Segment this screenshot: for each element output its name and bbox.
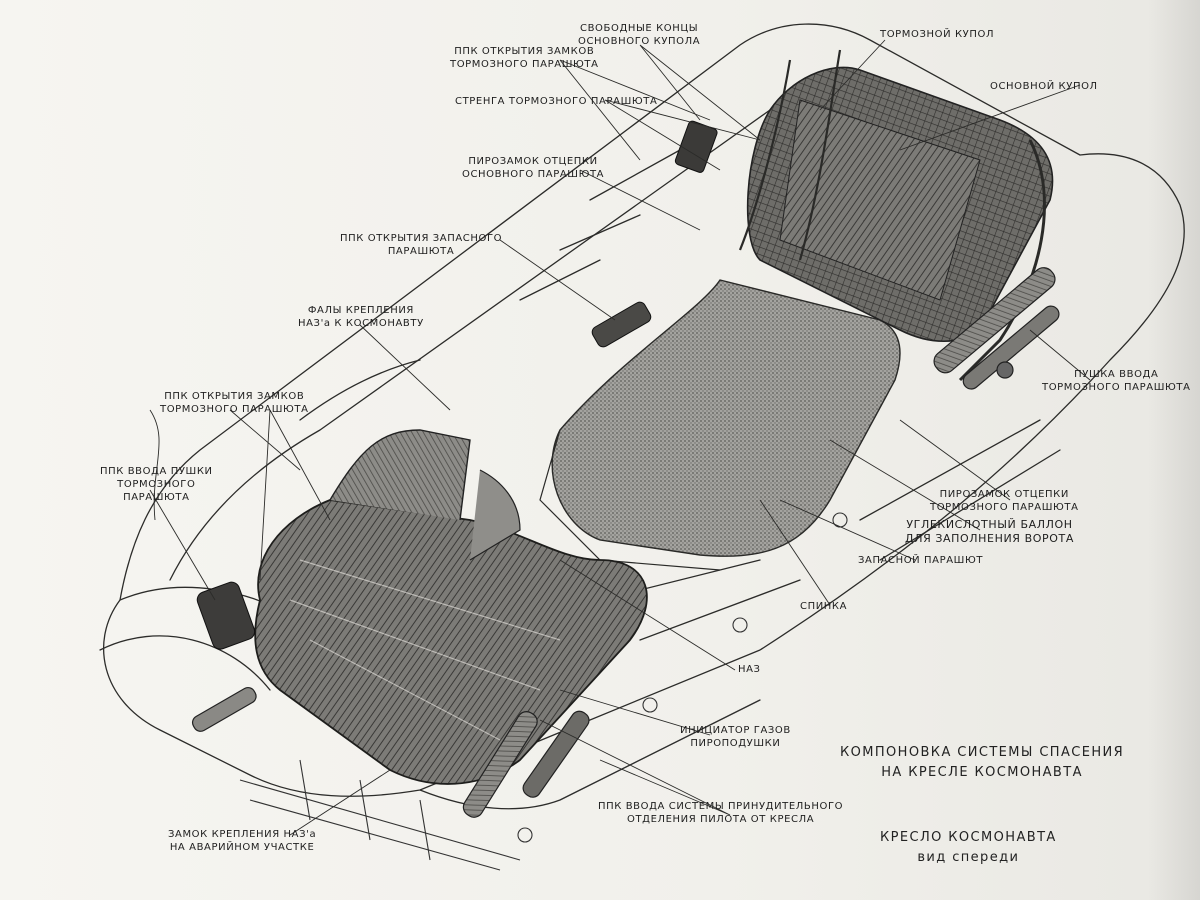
page-edge-shadow [1148,0,1200,900]
seat-back-plate [551,279,901,557]
naz-container [254,499,648,785]
drogue-gun [933,267,1060,390]
label-naz: НАЗ [738,664,761,675]
lower-cylinders [191,686,590,818]
label-drogue-canopy: ТОРМОЗНОЙ КУПОЛ [880,29,995,40]
seat-outline [102,23,1185,797]
ppk-device-mid [591,301,652,348]
ppk-device-top [674,120,718,173]
label-reserve-parachute: ЗАПАСНОЙ ПАРАШЮТ [858,555,984,566]
label-strenga: СТРЕНГА ТОРМОЗНОГО ПАРАШЮТА [455,96,658,107]
side-block [196,581,256,650]
label-seat-back: СПИНКА [800,601,848,612]
leader-lines [149,39,1091,836]
caption-layout-title: КОМПОНОВКА СИСТЕМЫ СПАСЕНИЯ НА КРЕСЛЕ КО… [840,745,1125,780]
label-main-canopy: ОСНОВНОЙ КУПОЛ [990,81,1098,92]
caption-seat-front-view: КРЕСЛО КОСМОНАВТА вид спереди [880,830,1057,865]
